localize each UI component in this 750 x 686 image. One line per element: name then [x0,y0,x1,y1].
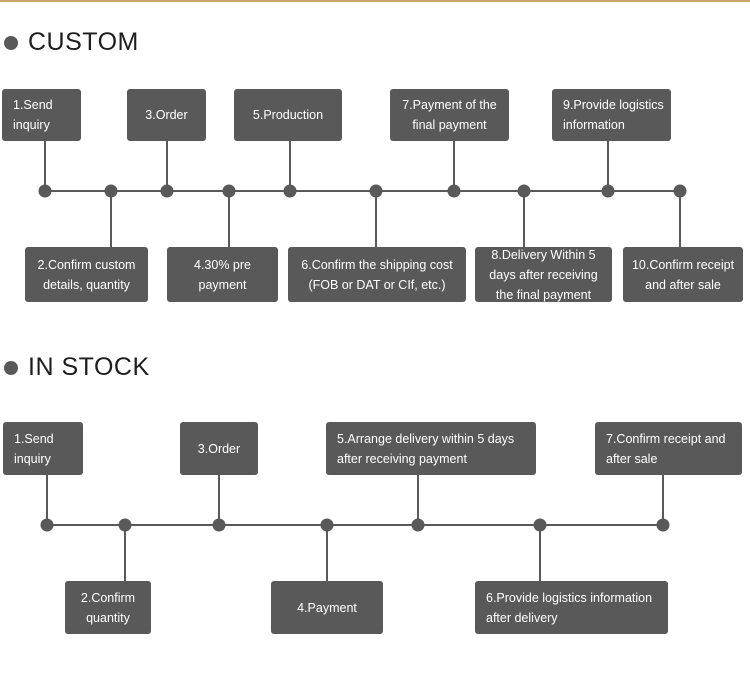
in-stock-step-1: 1.Send inquiry [3,422,83,475]
step-label: 1.Send inquiry [13,98,53,132]
custom-step-1: 1.Send inquiry [2,89,81,141]
timeline-node [40,518,54,532]
custom-step-9: 9.Provide logistics information [552,89,671,141]
bullet-dot-icon [4,360,18,375]
custom-timeline: 1.Send inquiry 2.Confirm custom details, … [0,0,750,320]
step-label: 8.Delivery Within 5 days after receiving… [489,247,598,302]
custom-step-7: 7.Payment of the final payment [390,89,509,141]
step-label: 6.Confirm the shipping cost (FOB or DAT … [301,257,453,292]
custom-title: CUSTOM [28,28,139,56]
custom-step-5: 5.Production [234,89,342,141]
step-label: 6.Provide logistics information after de… [486,590,653,625]
in-stock-step-5: 5.Arrange delivery within 5 days after r… [326,422,536,475]
step-label: 5.Production [252,108,324,122]
step-label: 2.Confirm custom details, quantity [37,257,136,292]
timeline-node [517,184,531,198]
custom-step-2: 2.Confirm custom details, quantity [25,247,148,302]
custom-timeline-lines [38,141,687,247]
timeline-node [283,184,297,198]
bullet-dot-icon [4,35,18,50]
step-label: 7.Payment of the final payment [402,98,497,132]
custom-step-10: 10.Confirm receipt and after sale [623,247,743,302]
custom-step-8: 8.Delivery Within 5 days after receiving… [475,247,612,302]
in-stock-step-3: 3.Order [180,422,258,475]
timeline-node [533,518,547,532]
step-label: 10.Confirm receipt and after sale [631,257,735,292]
in-stock-step-7: 7.Confirm receipt and after sale [595,422,742,475]
timeline-node [320,518,334,532]
in-stock-step-4: 4.Payment [271,581,383,634]
timeline-node [673,184,687,198]
step-label: 9.Provide logistics information [563,98,664,132]
custom-step-4: 4.30% pre payment [167,247,278,302]
timeline-node [212,518,226,532]
timeline-node [38,184,52,198]
in-stock-step-6: 6.Provide logistics information after de… [475,581,668,634]
timeline-node [411,518,425,532]
step-label: 2.Confirm quantity [80,590,136,625]
timeline-node [601,184,615,198]
timeline-node [369,184,383,198]
timeline-node [222,184,236,198]
step-label: 4.Payment [297,600,357,615]
custom-step-3: 3.Order [127,89,206,141]
top-accent-line [0,0,750,2]
step-label: 4.30% pre payment [194,257,251,292]
timeline-node [656,518,670,532]
custom-step-6: 6.Confirm the shipping cost (FOB or DAT … [288,247,466,302]
timeline-node [104,184,118,198]
step-label: 3.Order [145,108,188,122]
in-stock-title: IN STOCK [28,353,150,381]
timeline-node [160,184,174,198]
step-label: 7.Confirm receipt and after sale [606,431,726,466]
in-stock-heading: IN STOCK [4,353,150,382]
step-label: 3.Order [197,441,241,456]
step-label: 5.Arrange delivery within 5 days after r… [337,431,515,466]
in-stock-step-2: 2.Confirm quantity [65,581,151,634]
timeline-node [447,184,461,198]
custom-heading: CUSTOM [4,28,139,57]
step-label: 1.Send inquiry [14,431,54,466]
timeline-node [118,518,132,532]
